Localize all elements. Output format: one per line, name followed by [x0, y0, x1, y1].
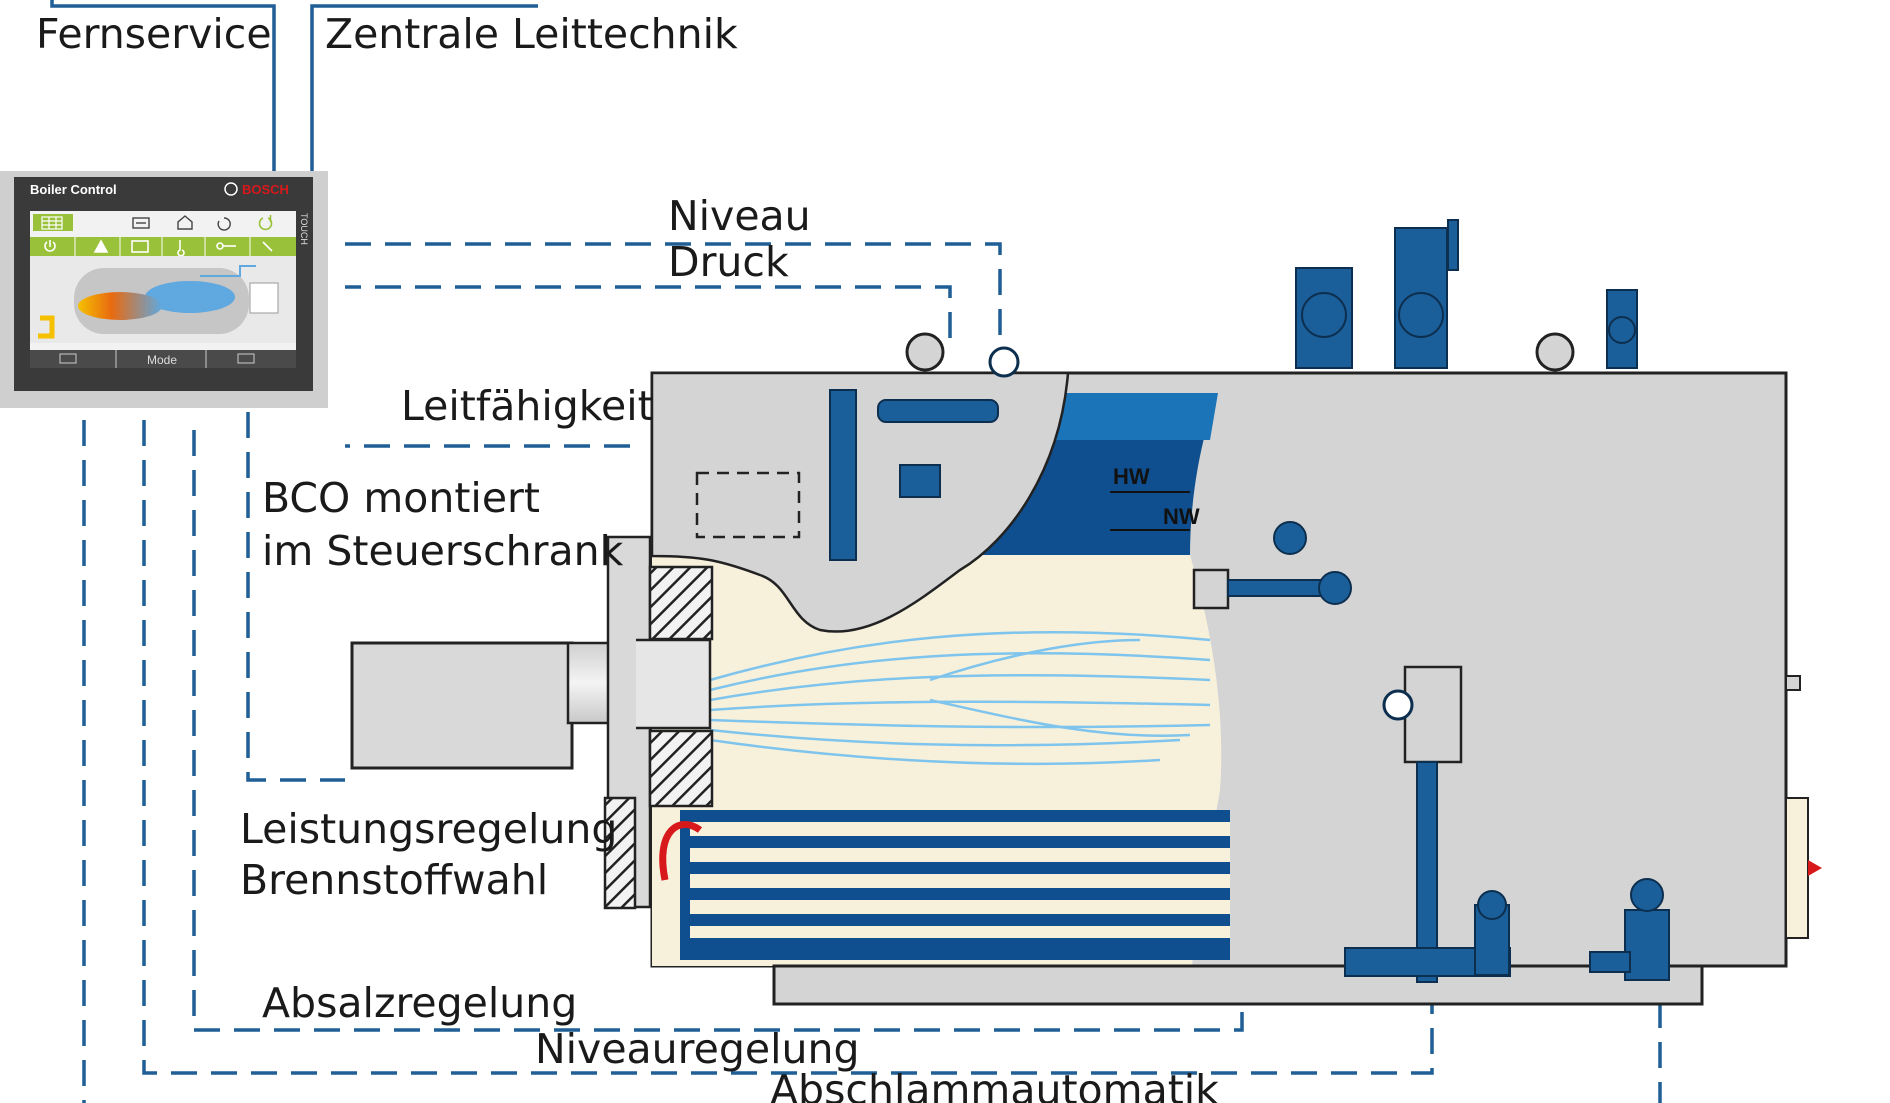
- bco-label-line2: im Steuerschrank: [262, 527, 624, 575]
- key-icon[interactable]: [216, 242, 236, 250]
- monitor-icon[interactable]: [131, 240, 149, 253]
- level-control-label: Niveauregelung: [535, 1025, 859, 1073]
- remote-service-line: [50, 0, 276, 173]
- blowdown-label: Abschlammautomatik: [770, 1066, 1219, 1103]
- pump-gauge-icon: [1382, 689, 1414, 721]
- feed-pipe: [1416, 761, 1438, 983]
- thermometer-icon[interactable]: [177, 240, 185, 257]
- pressure-gauge-icon: [988, 346, 1020, 378]
- blowdown-signal-line: [82, 420, 1662, 1103]
- boiler-control-panel[interactable]: Boiler Control BOSCH TOUCH: [0, 171, 328, 408]
- lifting-eye: [905, 332, 945, 372]
- refractory-top: [648, 565, 714, 641]
- central-control-line: [310, 4, 538, 173]
- home-icon[interactable]: [177, 215, 193, 230]
- screen-boiler-graphic: [30, 256, 296, 343]
- rear-flue-marker: [1808, 860, 1822, 876]
- touch-label: TOUCH: [299, 213, 309, 245]
- level-signal-line: [345, 242, 1002, 335]
- conductivity-label: Leitfähigkeit: [401, 382, 654, 430]
- labels: Fernservice Zentrale Leittechnik Niveau …: [36, 10, 1219, 1103]
- brand-label: BOSCH: [242, 182, 289, 197]
- back-screen-icon[interactable]: [59, 353, 77, 364]
- remote-service-label: Fernservice: [36, 10, 272, 58]
- signal-lines: [50, 0, 1662, 1103]
- screen-bottom-bar: [30, 350, 296, 368]
- grid-icon-button[interactable]: [33, 214, 73, 231]
- bco-box: [695, 471, 801, 539]
- level-control-signal-line: [142, 420, 1434, 1075]
- rear-door: [1785, 797, 1809, 939]
- power-icon[interactable]: [44, 240, 56, 252]
- side-nozzle: [1192, 568, 1230, 610]
- high-water-mark: HW: [1113, 464, 1150, 489]
- warning-icon[interactable]: [93, 239, 109, 253]
- normal-water-mark: NW: [1163, 504, 1200, 529]
- power-icon[interactable]: [258, 215, 273, 231]
- pressure-label: Druck: [668, 238, 789, 286]
- flue-tubes: [680, 810, 1230, 960]
- blowdown-valve: [1624, 909, 1670, 981]
- pressure-signal-line: [345, 285, 952, 338]
- lifting-eye: [1535, 332, 1575, 372]
- grid-icon: [41, 216, 63, 230]
- forward-screen-icon[interactable]: [237, 353, 255, 364]
- printer-icon[interactable]: [132, 217, 150, 229]
- furnace-flame: [709, 630, 1211, 766]
- refresh-icon[interactable]: [217, 217, 231, 231]
- reversal-chamber: [603, 796, 637, 910]
- burner-housing: [350, 641, 574, 770]
- central-control-label: Zentrale Leittechnik: [325, 10, 738, 58]
- wrench-icon[interactable]: [262, 241, 273, 252]
- toolbar: [30, 237, 296, 256]
- power-control-label: Leistungsregelung: [240, 805, 617, 853]
- power-control-signal-line: [246, 412, 345, 782]
- mode-button[interactable]: Mode: [147, 353, 177, 367]
- tds-control-label: Absalzregelung: [262, 979, 577, 1027]
- panel-title: Boiler Control: [30, 182, 117, 197]
- level-label: Niveau: [668, 192, 811, 240]
- fuel-selection-label: Brennstoffwahl: [240, 856, 548, 904]
- side-valve-handwheel: [1273, 521, 1307, 555]
- fittings: [829, 219, 1670, 983]
- feed-pump: [1403, 665, 1463, 764]
- bosch-logo-icon: [224, 182, 238, 196]
- side-valve-handwheel: [1318, 571, 1352, 605]
- bco-label-line1: BCO montiert: [262, 474, 540, 522]
- gas-reversal-arrow: [659, 821, 703, 881]
- boiler: HW NW: [350, 371, 1822, 1006]
- refractory-bottom: [648, 729, 714, 808]
- tds-signal-line: [192, 430, 1244, 1032]
- level-gauge: [829, 389, 857, 561]
- base-frame: [772, 964, 1704, 1006]
